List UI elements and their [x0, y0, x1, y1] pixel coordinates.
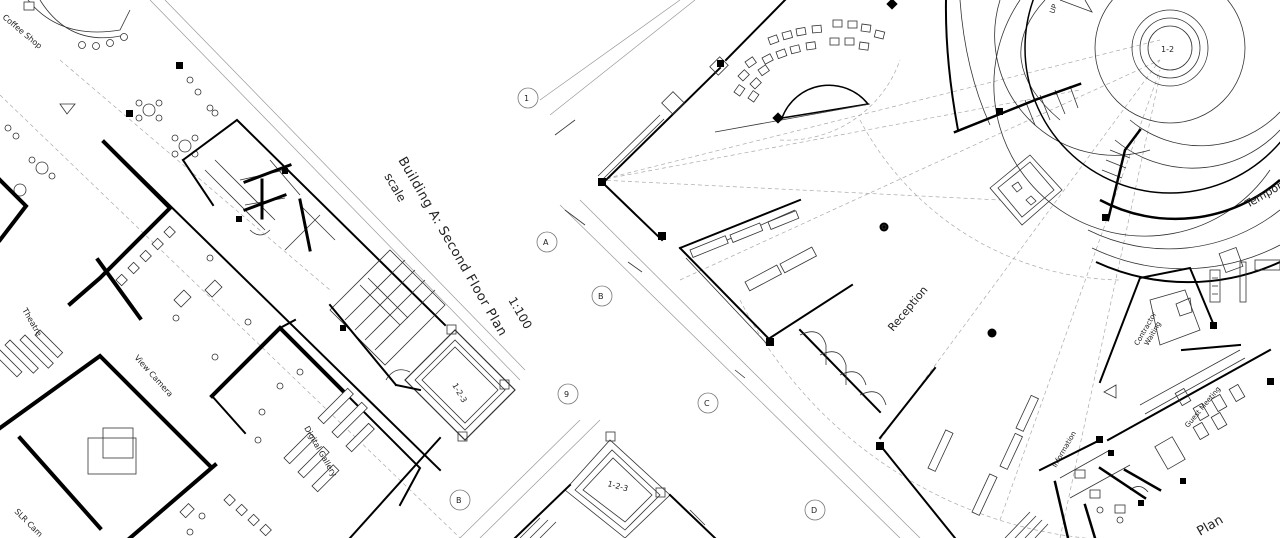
- grid-bubble-1: [517, 87, 539, 109]
- grid-bubble-9: [557, 383, 579, 405]
- grid-label-b2: B: [456, 496, 462, 505]
- grid-lines: 1 A B C D 9 B: [449, 0, 921, 538]
- lift-label-1: 1-2-3: [450, 382, 468, 405]
- grid-bubble-b2: [449, 489, 471, 511]
- room-label-reception: Reception: [885, 284, 930, 334]
- grid-label-1: 1: [524, 94, 529, 103]
- room-label-information: Information: [1051, 430, 1078, 469]
- up-label: UP: [1048, 3, 1059, 15]
- left-wing: 1-2-3: [0, 0, 526, 538]
- lift-label-3: 1-2: [1161, 45, 1174, 54]
- lift-core-south: 1-2-3: [513, 431, 717, 538]
- room-label-view-camera: View Camera: [133, 353, 175, 398]
- room-label-slr: SLR Cam: [13, 507, 45, 538]
- grid-label-9: 9: [564, 390, 569, 399]
- grid-label-d: D: [811, 506, 817, 515]
- grid-label-a: A: [543, 238, 549, 247]
- drawing-scale-value: 1:100: [505, 295, 534, 332]
- grid-bubble-c: [697, 392, 719, 414]
- room-label-coffee-shop: Coffee Shop: [1, 13, 44, 51]
- grid-bubble-d: [804, 499, 826, 521]
- room-label-theatre: Theatre: [20, 306, 44, 338]
- lift-label-2: 1-2-3: [606, 479, 629, 493]
- grid-label-c: C: [704, 399, 710, 408]
- drawing-title-block: Building A: Second Floor Plan scale 1:10…: [381, 155, 534, 340]
- room-label-guest-meeting: Guest Meeting: [1183, 385, 1222, 429]
- room-label-temporary: Tempora: [1242, 176, 1280, 211]
- grid-bubble-a: [536, 231, 558, 253]
- drawing-title: Building A: Second Floor Plan: [395, 155, 510, 340]
- grid-bubble-b: [591, 285, 613, 307]
- grid-label-b: B: [598, 292, 604, 301]
- right-wing: 1-2 UP: [597, 0, 1280, 538]
- room-label-plan-fragment: Plan: [1195, 513, 1226, 538]
